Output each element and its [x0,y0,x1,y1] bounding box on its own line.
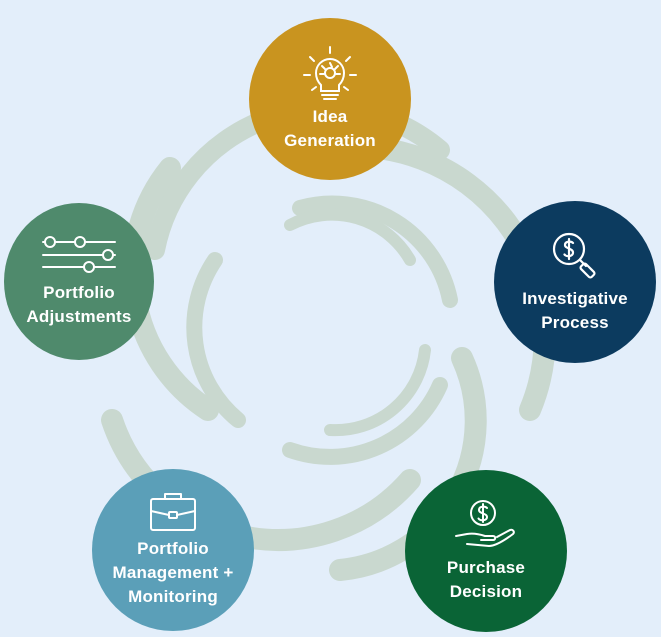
node-portfolio-management: Portfolio Management + Monitoring [92,469,254,631]
node-label: Idea Generation [284,105,376,153]
node-label: Portfolio Adjustments [26,281,131,329]
label-line: Adjustments [26,306,132,326]
label-line: Purchase [446,558,526,577]
hand-coin-icon [455,500,515,547]
magnifier-dollar-icon [552,232,596,279]
briefcase-icon [150,493,196,531]
node-label: Portfolio Management + Monitoring [113,537,234,609]
lightbulb-icon [303,46,357,100]
label-line: Monitoring [128,587,218,606]
sliders-icon [42,235,116,273]
label-line: Idea [312,107,348,126]
swirl-arc [324,344,431,437]
node-idea-generation: Idea Generation [249,18,411,180]
swirl-arc [282,377,448,465]
label-line: Process [541,313,609,332]
node-label: Investigative Process [522,287,628,335]
label-line: Generation [284,131,376,150]
label-line: Management + [112,563,234,582]
label-line: Decision [449,582,523,601]
swirl-arc [186,252,246,428]
label-line: Portfolio [43,282,115,302]
node-label: Purchase Decision [447,556,525,604]
node-purchase-decision: Purchase Decision [405,470,567,632]
label-line: Portfolio [137,539,209,558]
swirl-arc [292,195,458,308]
node-investigative-process: Investigative Process [494,201,656,363]
label-line: Investigative [522,289,628,308]
node-portfolio-adjustments: Portfolio Adjustments [4,203,154,360]
swirl-arc [284,208,416,266]
